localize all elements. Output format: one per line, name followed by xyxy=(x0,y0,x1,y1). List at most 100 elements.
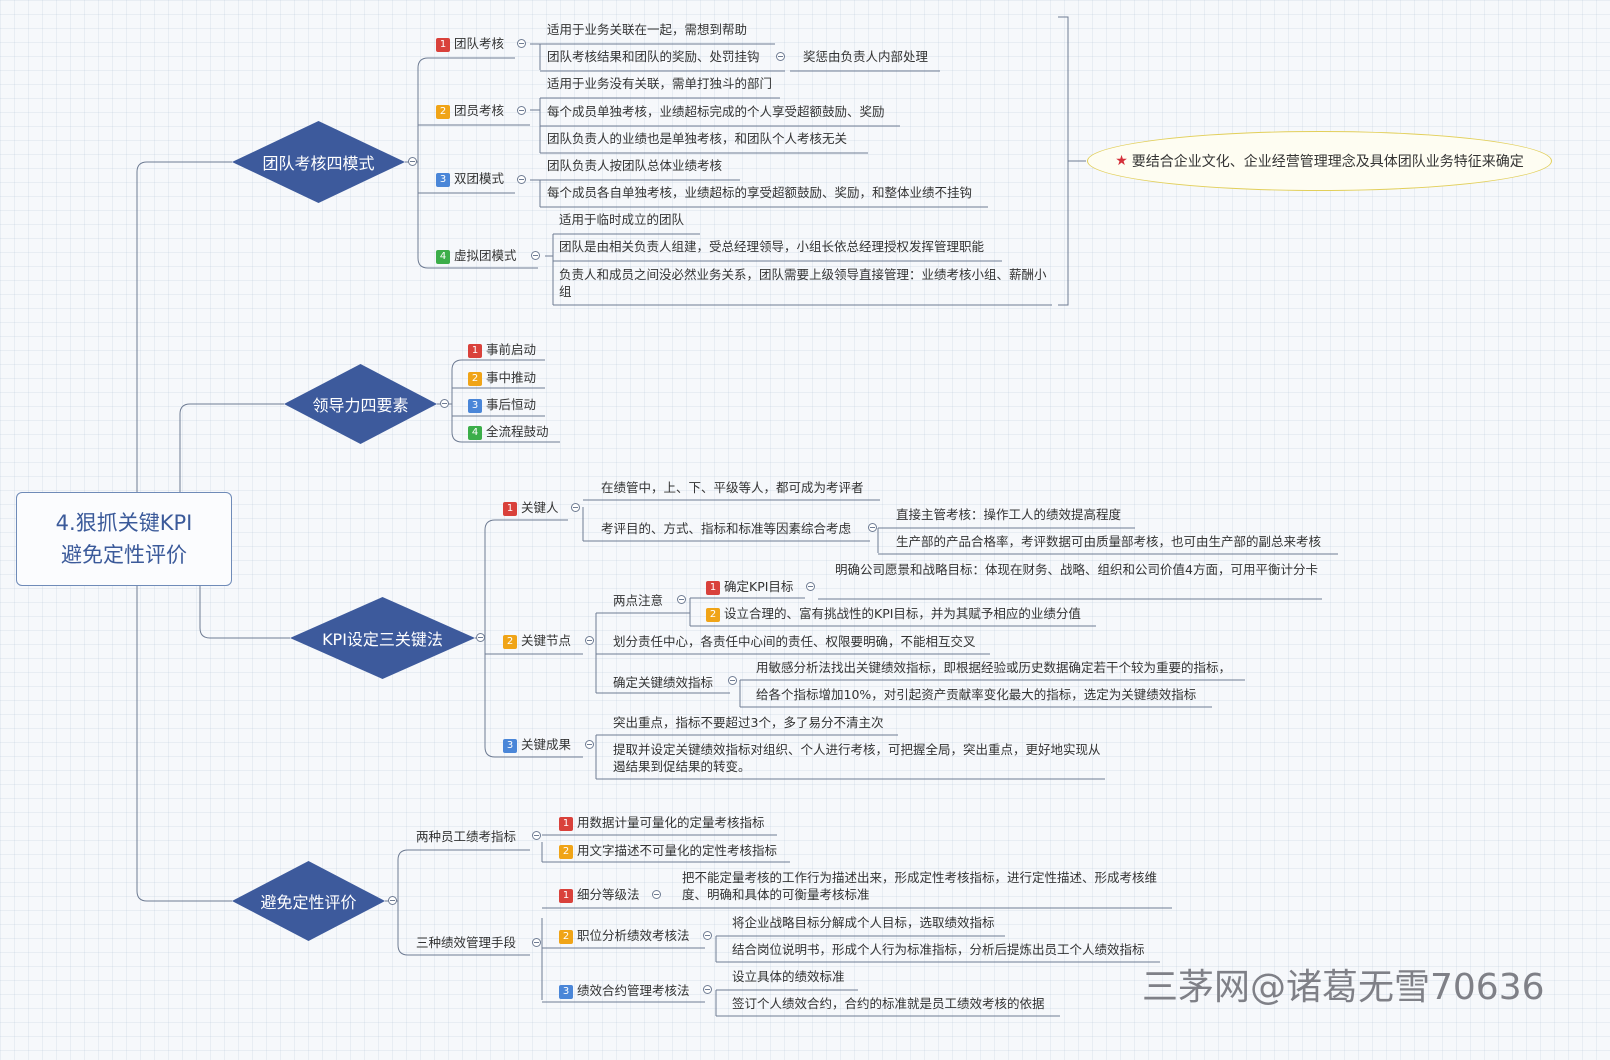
root-title-line-1: 4.狠抓关键KPI xyxy=(55,511,193,535)
detail-text: 直接主管考核：操作工人的绩效提高程度 xyxy=(896,507,1122,522)
collapse-toggle[interactable] xyxy=(652,890,661,899)
node-label: 关键人 xyxy=(521,500,559,515)
collapse-toggle[interactable] xyxy=(677,595,686,604)
detail-text: 每个成员单独考核，业绩超标完成的个人享受超额鼓励、奖励 xyxy=(547,104,885,119)
node-label: 全流程鼓动 xyxy=(486,424,549,439)
node-label: 细分等级法 xyxy=(577,887,640,902)
collapse-toggle[interactable] xyxy=(517,106,526,115)
badge-1: 1 xyxy=(559,817,573,831)
detail-text: 将企业战略目标分解成个人目标，选取绩效指标 xyxy=(732,915,995,930)
collapse-toggle[interactable] xyxy=(517,39,526,48)
badge-3: 3 xyxy=(503,739,517,753)
leadership-item[interactable]: 1 事前启动 xyxy=(465,341,539,358)
collapse-toggle[interactable] xyxy=(728,676,737,685)
star-icon: ★ xyxy=(1115,153,1128,169)
collapse-toggle[interactable] xyxy=(571,503,580,512)
note-callout[interactable]: ★ 要结合企业文化、企业经营管理理念及具体团队业务特征来确定 xyxy=(1087,131,1552,191)
collapse-toggle[interactable] xyxy=(440,399,449,408)
detail-text: 团队考核结果和团队的奖励、处罚挂钩 xyxy=(547,49,760,64)
collapse-toggle[interactable] xyxy=(585,740,594,749)
detail-text: 给各个指标增加10%，对引起资产贡献率变化最大的指标，选定为关键绩效指标 xyxy=(756,687,1197,702)
collapse-toggle[interactable] xyxy=(806,582,815,591)
node-label: 关键节点 xyxy=(521,633,572,648)
detail-text: 明确公司愿景和战略目标：体现在财务、战略、组织和公司价值4方面，可用平衡计分卡 xyxy=(835,562,1318,577)
node-label: 关键成果 xyxy=(521,737,572,752)
collapse-toggle[interactable] xyxy=(532,831,541,840)
collapse-toggle[interactable] xyxy=(585,636,594,645)
badge-1: 1 xyxy=(503,502,517,516)
collapse-toggle[interactable] xyxy=(388,896,397,905)
badge-3: 3 xyxy=(468,399,482,413)
watermark: 三茅网@诸葛无雪70636 xyxy=(1142,967,1545,1008)
node-label: 双团模式 xyxy=(454,171,505,186)
key-result[interactable]: 3 关键成果 xyxy=(500,736,574,753)
collapse-toggle[interactable] xyxy=(517,175,526,184)
collapse-toggle[interactable] xyxy=(868,523,877,532)
collapse-toggle[interactable] xyxy=(703,985,712,994)
two-points-note[interactable]: 两点注意 xyxy=(613,593,664,608)
collapse-toggle[interactable] xyxy=(531,251,540,260)
collapse-toggle[interactable] xyxy=(703,931,712,940)
branch-leadership[interactable]: 领导力四要素 xyxy=(284,364,437,444)
branch-team-assessment[interactable]: 团队考核四模式 xyxy=(232,121,405,203)
node-label: 事前启动 xyxy=(486,342,537,357)
detail-text: 负责人和成员之间没必然业务关系，团队需要上级领导直接管理：业绩考核小组、薪酬小组 xyxy=(559,267,1047,299)
detail-text: 团队负责人按团队总体业绩考核 xyxy=(547,158,723,173)
badge-4: 4 xyxy=(436,250,450,264)
badge-2: 2 xyxy=(706,608,720,622)
detail-text: 适用于业务没有关联，需单打独斗的部门 xyxy=(547,76,773,91)
kpi-indicator-node[interactable]: 确定关键绩效指标 xyxy=(613,675,714,690)
badge-2: 2 xyxy=(436,105,450,119)
detail-text: 团队是由相关负责人组建，受总经理领导，小组长依总经理授权发挥管理职能 xyxy=(559,239,985,254)
detail-text: 考评目的、方式、指标和标准等因素综合考虑 xyxy=(601,521,852,536)
root-title-line-2: 避免定性评价 xyxy=(61,543,187,567)
branch-kpi[interactable]: KPI设定三关键法 xyxy=(290,597,475,679)
node-label: 绩效合约管理考核法 xyxy=(577,983,690,998)
node-label: 确定KPI目标 xyxy=(724,579,794,594)
badge-1: 1 xyxy=(468,344,482,358)
detail-text: 在绩管中，上、下、平级等人，都可成为考评者 xyxy=(601,480,864,495)
detail-text: 提取并设定关键绩效指标对组织、个人进行考核，可把握全局，突出重点，更好地实现从遏… xyxy=(613,742,1101,774)
branch-avoid-qualitative[interactable]: 避免定性评价 xyxy=(232,861,385,941)
node-label: 设立合理的、富有挑战性的KPI目标，并为其赋予相应的业绩分值 xyxy=(724,606,1081,621)
detail-text: 团队负责人的业绩也是单独考核，和团队个人考核无关 xyxy=(547,131,848,146)
detail-text: 奖惩由负责人内部处理 xyxy=(803,49,929,64)
two-indicator-types[interactable]: 两种员工绩考指标 xyxy=(416,829,517,844)
root-topic[interactable]: 4.狠抓关键KPI 避免定性评价 xyxy=(16,492,232,586)
detail-text: 生产部的产品合格率，考评数据可由质量部考核，也可由生产部的副总来考核 xyxy=(896,534,1322,549)
detail-text: 签订个人绩效合约，合约的标准就是员工绩效考核的依据 xyxy=(732,996,1045,1011)
three-management-methods[interactable]: 三种绩效管理手段 xyxy=(416,935,517,950)
detail-text: 把不能定量考核的工作行为描述出来，形成定性考核指标，进行定性描述、形成考核维度、… xyxy=(682,870,1158,902)
key-person[interactable]: 1 关键人 xyxy=(500,499,562,516)
detail-text: 每个成员各自单独考核，业绩超标的享受超额鼓励、奖励，和整体业绩不挂钩 xyxy=(547,185,973,200)
collapse-toggle[interactable] xyxy=(476,633,485,642)
detail-text: 突出重点，指标不要超过3个，多了易分不清主次 xyxy=(613,715,884,730)
badge-2: 2 xyxy=(468,372,482,386)
branch-title: 团队考核四模式 xyxy=(262,154,375,173)
collapse-toggle[interactable] xyxy=(532,938,541,947)
collapse-toggle[interactable] xyxy=(776,52,785,61)
collapse-toggle[interactable] xyxy=(408,157,417,166)
detail-text: 设立具体的绩效标准 xyxy=(732,969,845,984)
node-label: 用文字描述不可量化的定性考核指标 xyxy=(577,843,778,858)
branch-title: 避免定性评价 xyxy=(260,893,357,912)
kpi-target-node[interactable]: 2 设立合理的、富有挑战性的KPI目标，并为其赋予相应的业绩分值 xyxy=(703,605,1084,622)
node-label: 职位分析绩效考核法 xyxy=(577,928,690,943)
note-text: 要结合企业文化、企业经营管理理念及具体团队业务特征来确定 xyxy=(1131,154,1524,170)
